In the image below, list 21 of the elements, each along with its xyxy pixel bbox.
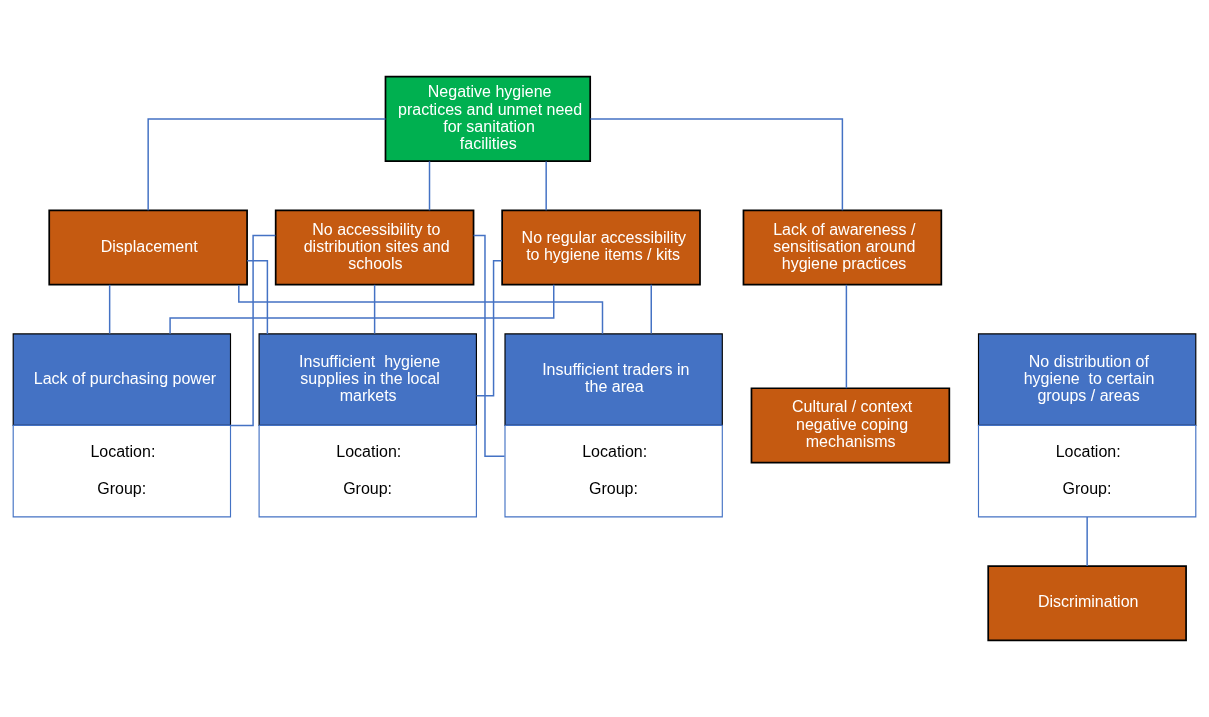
connector — [373, 284, 376, 335]
connector — [545, 160, 547, 212]
connector — [845, 284, 848, 389]
node-box: No accessibility to distribution sites and schools — [274, 209, 475, 286]
connector — [238, 284, 604, 335]
node-box: Negative hygiene practices and unmet need for sanitation facilities — [384, 75, 592, 163]
node-box: Cultural / context negative coping mechanisms — [750, 387, 951, 464]
node-box: No regular accessibility to hygiene items / kits — [501, 209, 701, 286]
node-box: Lack of awareness / sensitisation around hygiene practices — [742, 209, 943, 286]
connector — [108, 284, 111, 335]
connector — [147, 118, 387, 212]
connector — [650, 284, 652, 335]
connector — [1086, 516, 1088, 567]
connector — [229, 234, 277, 427]
connector — [428, 160, 431, 212]
node-box: Displacement — [48, 209, 248, 286]
connector — [589, 118, 844, 212]
connector — [475, 259, 503, 397]
connector — [472, 234, 506, 458]
node-box: Discrimination — [987, 565, 1187, 642]
connector — [246, 259, 269, 335]
